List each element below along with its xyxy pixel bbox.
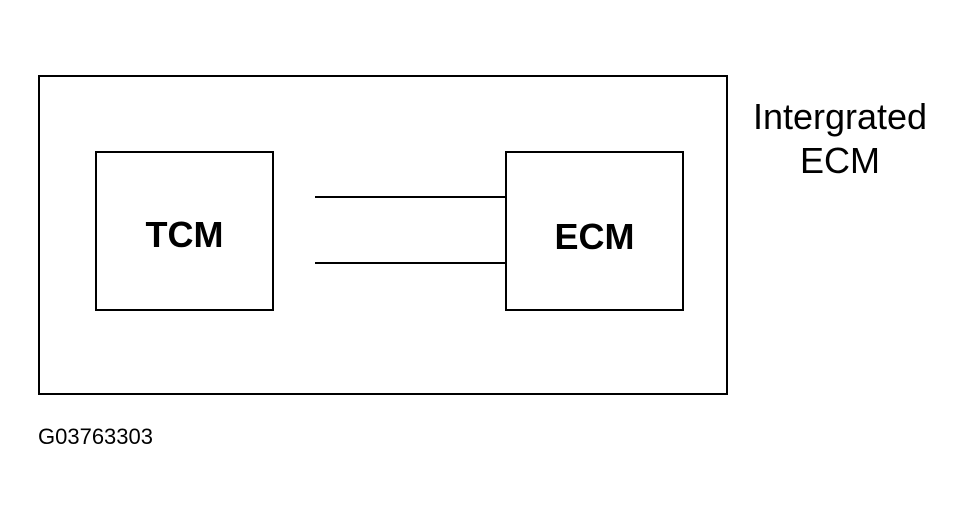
integrated-ecm-boundary (38, 75, 728, 395)
connection-line-bottom (315, 262, 506, 264)
ecm-module-box: ECM (505, 151, 684, 311)
integrated-ecm-label: Intergrated ECM (745, 95, 935, 183)
integrated-ecm-label-line2: ECM (800, 140, 880, 181)
ecm-label: ECM (554, 216, 635, 257)
integrated-ecm-label-line1: Intergrated (752, 96, 928, 137)
connection-line-top (315, 196, 506, 198)
tcm-module-box: TCM (95, 151, 274, 311)
figure-id: G03763303 (38, 424, 153, 449)
tcm-label: TCM (145, 214, 224, 255)
